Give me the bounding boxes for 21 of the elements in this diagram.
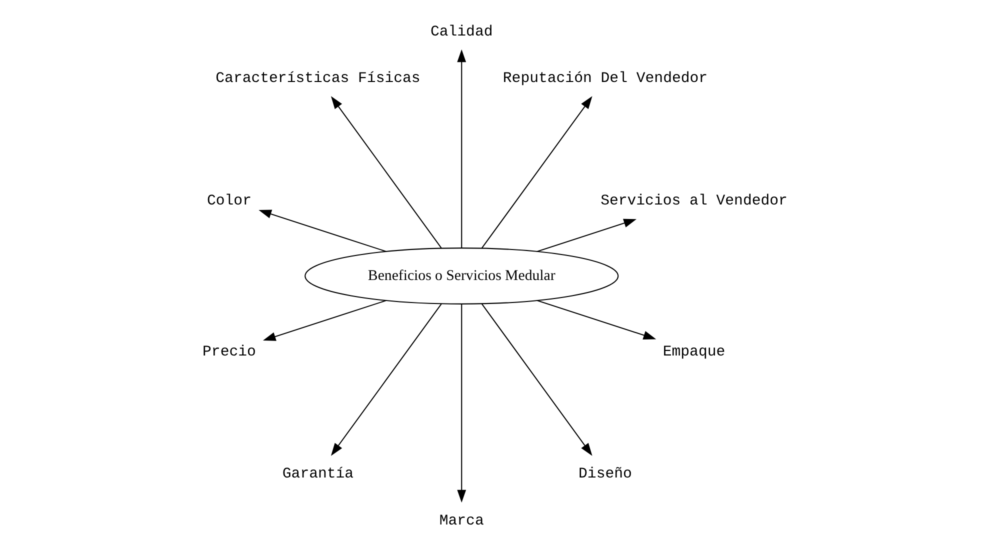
arrow [536,218,636,252]
node-text: Marca [439,513,484,530]
arrow [330,304,442,456]
arrow [457,49,466,248]
node-text: Garantía [282,466,354,483]
node-ellipse: Beneficios o Servicios Medular [304,248,619,304]
node-text: Servicios al Vendedor [600,193,788,210]
node-text: Empaque [662,344,726,360]
node-text: Reputación Del Vendedor [502,71,708,88]
node-text: Calidad [430,24,493,41]
arrow [481,304,592,456]
node-text: Color [206,193,252,210]
node-text: Características Físicas [216,71,420,88]
arrow [258,210,387,252]
arrow [457,304,466,503]
node-text: Precio [202,344,256,360]
arrow [330,96,442,248]
arrow [262,300,387,341]
node-text: Diseño [578,466,632,483]
arrow [481,96,592,248]
arrow [536,300,656,340]
